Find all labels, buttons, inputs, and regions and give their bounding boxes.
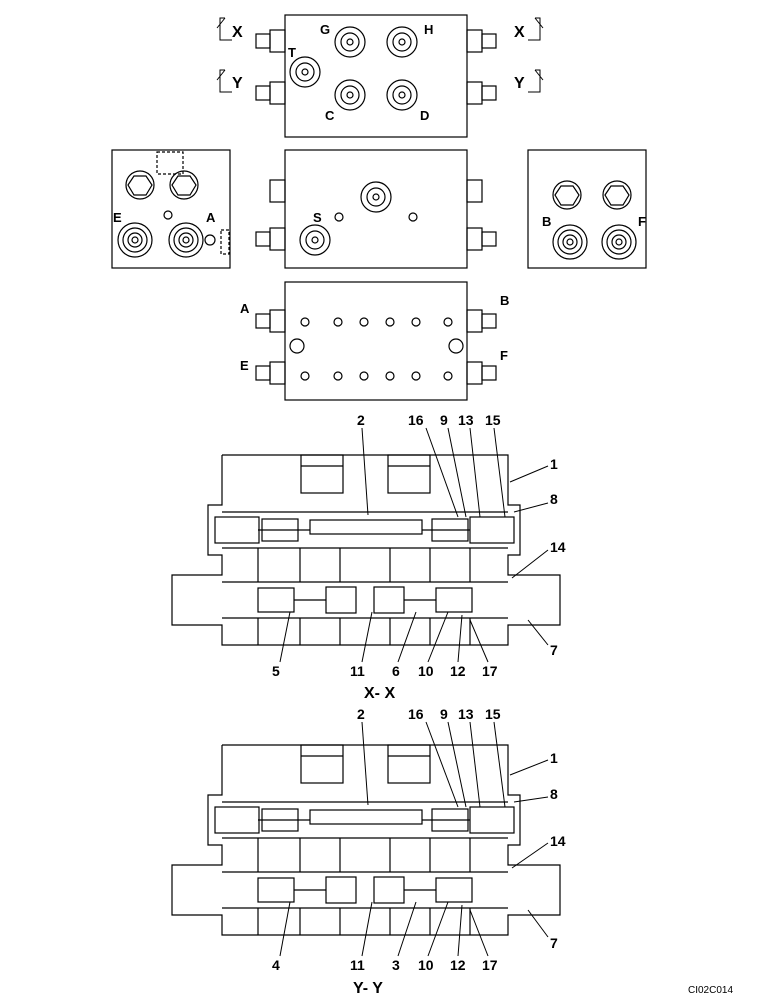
port-label-g: G: [320, 22, 330, 37]
callout-10: 10: [418, 663, 434, 679]
callout-5: 5: [272, 663, 280, 679]
callout-1: 1: [550, 750, 558, 766]
callout-4: 4: [272, 957, 280, 973]
port-label-f-bottom: F: [500, 348, 508, 363]
section-mark-x-right: X: [514, 24, 525, 41]
callout-8: 8: [550, 786, 558, 802]
callout-13: 13: [458, 706, 474, 722]
port-label-t: T: [288, 45, 296, 60]
callout-3: 3: [392, 957, 400, 973]
section-mark-y-left: Y: [232, 75, 243, 92]
section-mark-y-right: Y: [514, 75, 525, 92]
right-side-view: B F: [527, 149, 647, 269]
port-label-b: B: [542, 214, 551, 229]
callout-7: 7: [550, 642, 558, 658]
port-label-b-bottom: B: [500, 293, 509, 308]
section-title-y-y: Y- Y: [353, 980, 383, 997]
port-label-e-bottom: E: [240, 358, 249, 373]
callout-9: 9: [440, 412, 448, 428]
top-view: X X Y Y G H T C D: [216, 14, 544, 138]
callout-15: 15: [485, 706, 501, 722]
callout-1: 1: [550, 456, 558, 472]
section-y-y: 2 16 9 13 15 1 8 14 7 4 11 3 10 12 17 Y-…: [171, 706, 566, 997]
section-arrows: [216, 17, 544, 93]
callout-17: 17: [482, 957, 498, 973]
callout-12: 12: [450, 957, 466, 973]
callout-8: 8: [550, 491, 558, 507]
port-circles: [289, 26, 418, 111]
callout-10: 10: [418, 957, 434, 973]
callout-9: 9: [440, 706, 448, 722]
port-label-c: C: [325, 108, 335, 123]
callout-11: 11: [350, 663, 365, 679]
fitting: [255, 29, 497, 105]
callout-11: 11: [350, 957, 365, 973]
callout-17: 17: [482, 663, 498, 679]
callout-15: 15: [485, 412, 501, 428]
front-view: S: [255, 149, 497, 269]
callout-2: 2: [357, 412, 365, 428]
port-label-d: D: [420, 108, 429, 123]
callout-14: 14: [550, 833, 566, 849]
bolt-holes: [289, 317, 464, 381]
section-title-x-x: X- X: [364, 685, 395, 702]
callout-16: 16: [408, 706, 424, 722]
callout-12: 12: [450, 663, 466, 679]
callout-14: 14: [550, 539, 566, 555]
port-label-e: E: [113, 210, 122, 225]
port-label-a-bottom: A: [240, 301, 250, 316]
drawing-code: CI02C014: [688, 985, 733, 996]
callout-6: 6: [392, 663, 400, 679]
section-mark-x-left: X: [232, 24, 243, 41]
section-x-x: 2 16 9 13 15 1 8 14 7 5 11 6 10 12 17 X-…: [171, 412, 566, 702]
left-side-view: E A: [111, 149, 231, 269]
bottom-view: A B E F: [240, 281, 509, 401]
callout-16: 16: [408, 412, 424, 428]
callout-2: 2: [357, 706, 365, 722]
callout-13: 13: [458, 412, 474, 428]
port-label-s: S: [313, 210, 322, 225]
callout-7: 7: [550, 935, 558, 951]
port-label-f: F: [638, 214, 646, 229]
port-label-a: A: [206, 210, 216, 225]
port-label-h: H: [424, 22, 433, 37]
